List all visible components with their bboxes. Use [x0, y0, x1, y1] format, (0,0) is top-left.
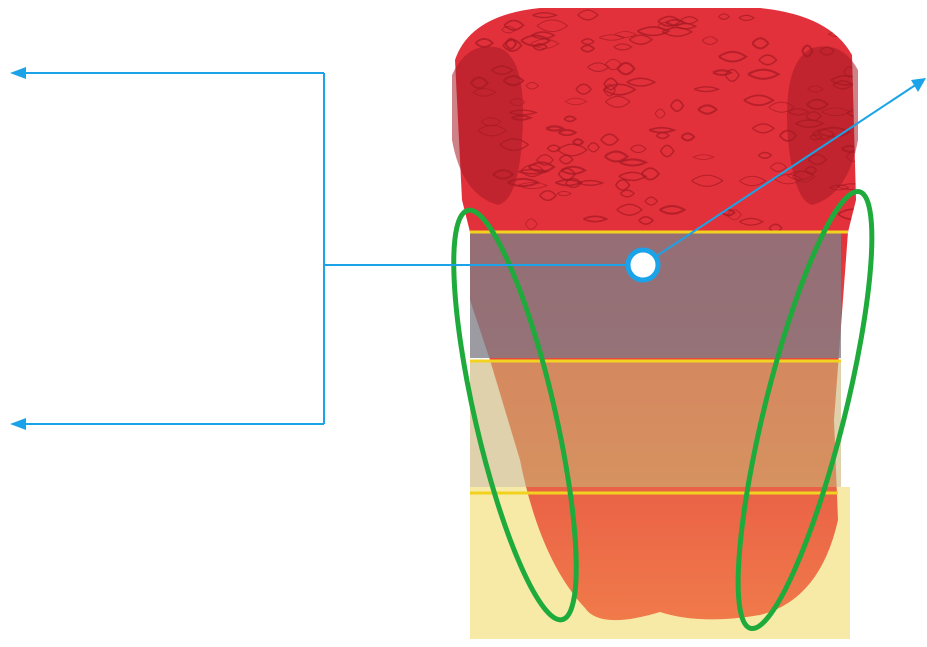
- papilla-mark: [842, 12, 854, 21]
- papilla-mark: [849, 15, 860, 21]
- middle-zone-band: [470, 360, 841, 487]
- arrowhead-icon: [10, 67, 26, 79]
- arrowhead-icon: [911, 78, 926, 92]
- circle-marker-icon: [628, 250, 658, 280]
- arrowhead-icon: [10, 418, 26, 430]
